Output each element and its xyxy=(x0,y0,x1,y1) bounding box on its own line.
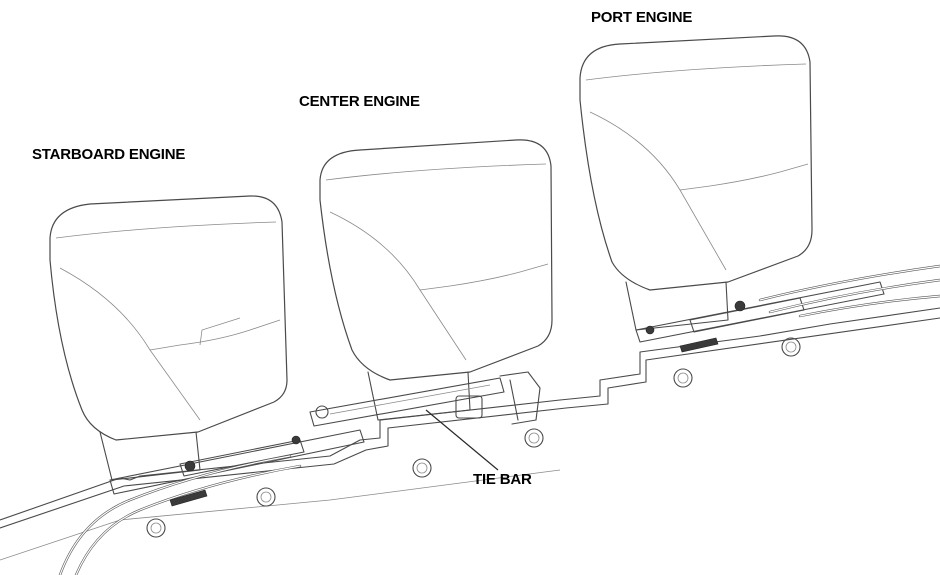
mounting-bolts xyxy=(146,337,801,538)
port-steering-cylinder xyxy=(635,264,940,353)
tie-bar-leader-line xyxy=(425,409,499,471)
tie-bar-label: TIE BAR xyxy=(473,471,532,488)
port-engine-label: PORT ENGINE xyxy=(591,9,693,26)
starboard-steering-cylinder xyxy=(58,429,365,575)
tie-bar xyxy=(309,371,541,427)
starboard-engine xyxy=(49,195,288,481)
port-engine xyxy=(579,35,813,331)
center-engine-label: CENTER ENGINE xyxy=(299,93,420,110)
center-engine xyxy=(319,139,553,421)
starboard-engine-label: STARBOARD ENGINE xyxy=(32,146,186,163)
